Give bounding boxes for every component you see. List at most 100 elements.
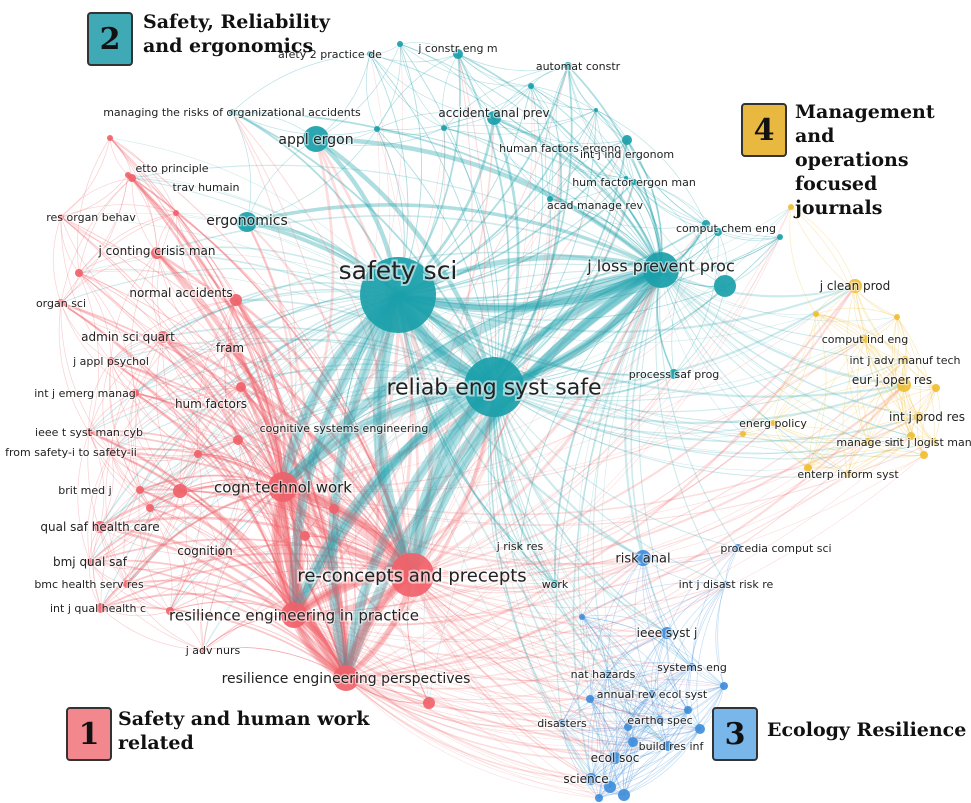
link <box>292 385 495 616</box>
link <box>293 473 849 620</box>
node-unlabeled <box>194 450 202 458</box>
link <box>175 212 231 349</box>
link <box>88 386 242 433</box>
link <box>396 294 433 576</box>
link <box>660 269 817 315</box>
link <box>642 557 689 711</box>
node-label: ieee syst j <box>637 626 698 640</box>
link <box>411 433 744 576</box>
link <box>411 574 609 675</box>
link <box>399 43 445 129</box>
node <box>94 521 106 533</box>
link <box>234 299 303 616</box>
node-label: int j prod res <box>889 410 965 424</box>
link <box>155 252 296 616</box>
link <box>397 294 869 444</box>
node <box>487 111 501 125</box>
node-unlabeled <box>329 504 339 514</box>
link <box>815 313 869 443</box>
link <box>609 685 725 788</box>
link <box>369 53 495 119</box>
node-label: normal accidents <box>129 286 232 300</box>
link <box>100 486 284 609</box>
link <box>581 581 727 618</box>
link <box>345 441 869 679</box>
link <box>110 451 221 554</box>
node-label: procedia comput sci <box>720 542 831 555</box>
link <box>78 272 112 362</box>
link <box>561 722 600 799</box>
link <box>126 507 151 585</box>
node <box>225 343 235 353</box>
node-unlabeled <box>920 451 928 459</box>
link <box>561 722 625 796</box>
node-label: j constr eng m <box>417 42 497 55</box>
link <box>623 728 701 796</box>
node-unlabeled <box>166 607 174 615</box>
link <box>376 128 437 576</box>
link <box>162 299 237 338</box>
link <box>673 285 726 375</box>
link <box>197 453 347 679</box>
link <box>666 632 689 711</box>
link <box>282 316 898 491</box>
node <box>901 356 909 364</box>
link <box>589 698 634 743</box>
link <box>903 359 925 456</box>
link <box>561 722 611 788</box>
link <box>590 728 701 780</box>
link <box>88 430 284 488</box>
link <box>854 285 920 418</box>
link <box>314 137 497 388</box>
link <box>134 386 242 401</box>
link <box>397 285 726 321</box>
link <box>854 285 906 361</box>
node <box>367 51 373 57</box>
link <box>149 507 347 679</box>
link <box>397 294 817 344</box>
link <box>807 359 906 469</box>
link <box>581 616 617 759</box>
link <box>623 719 661 796</box>
link <box>493 116 663 271</box>
link <box>202 269 662 651</box>
link <box>77 431 91 563</box>
link <box>134 357 495 394</box>
link <box>345 547 739 679</box>
node <box>556 144 564 152</box>
link <box>493 386 669 747</box>
link <box>457 53 662 271</box>
link <box>314 138 383 679</box>
link <box>88 294 399 433</box>
node <box>518 544 522 548</box>
link <box>487 386 563 724</box>
link <box>345 557 644 680</box>
node-label: bmc health serv res <box>34 578 144 591</box>
link <box>156 251 285 488</box>
link <box>127 174 295 616</box>
cluster-2-number-box: 2 <box>87 12 133 66</box>
cluster-1-title-line1: Safety and human work <box>118 708 370 730</box>
link <box>327 292 403 680</box>
node-label: fram <box>216 341 244 355</box>
node-label: build res inf <box>639 740 705 753</box>
link <box>377 294 414 576</box>
link <box>864 338 925 456</box>
link <box>428 269 662 704</box>
link <box>598 741 634 799</box>
link <box>293 386 496 617</box>
node-label: manage sci <box>836 436 899 449</box>
link <box>88 431 181 492</box>
link <box>443 127 662 271</box>
link <box>492 386 611 788</box>
link <box>742 313 817 435</box>
link <box>60 216 495 388</box>
link <box>896 316 935 443</box>
link <box>127 174 158 254</box>
link <box>99 490 181 528</box>
link <box>60 216 347 679</box>
link <box>411 574 669 747</box>
link <box>127 174 399 296</box>
link <box>561 722 669 748</box>
link <box>614 693 653 759</box>
